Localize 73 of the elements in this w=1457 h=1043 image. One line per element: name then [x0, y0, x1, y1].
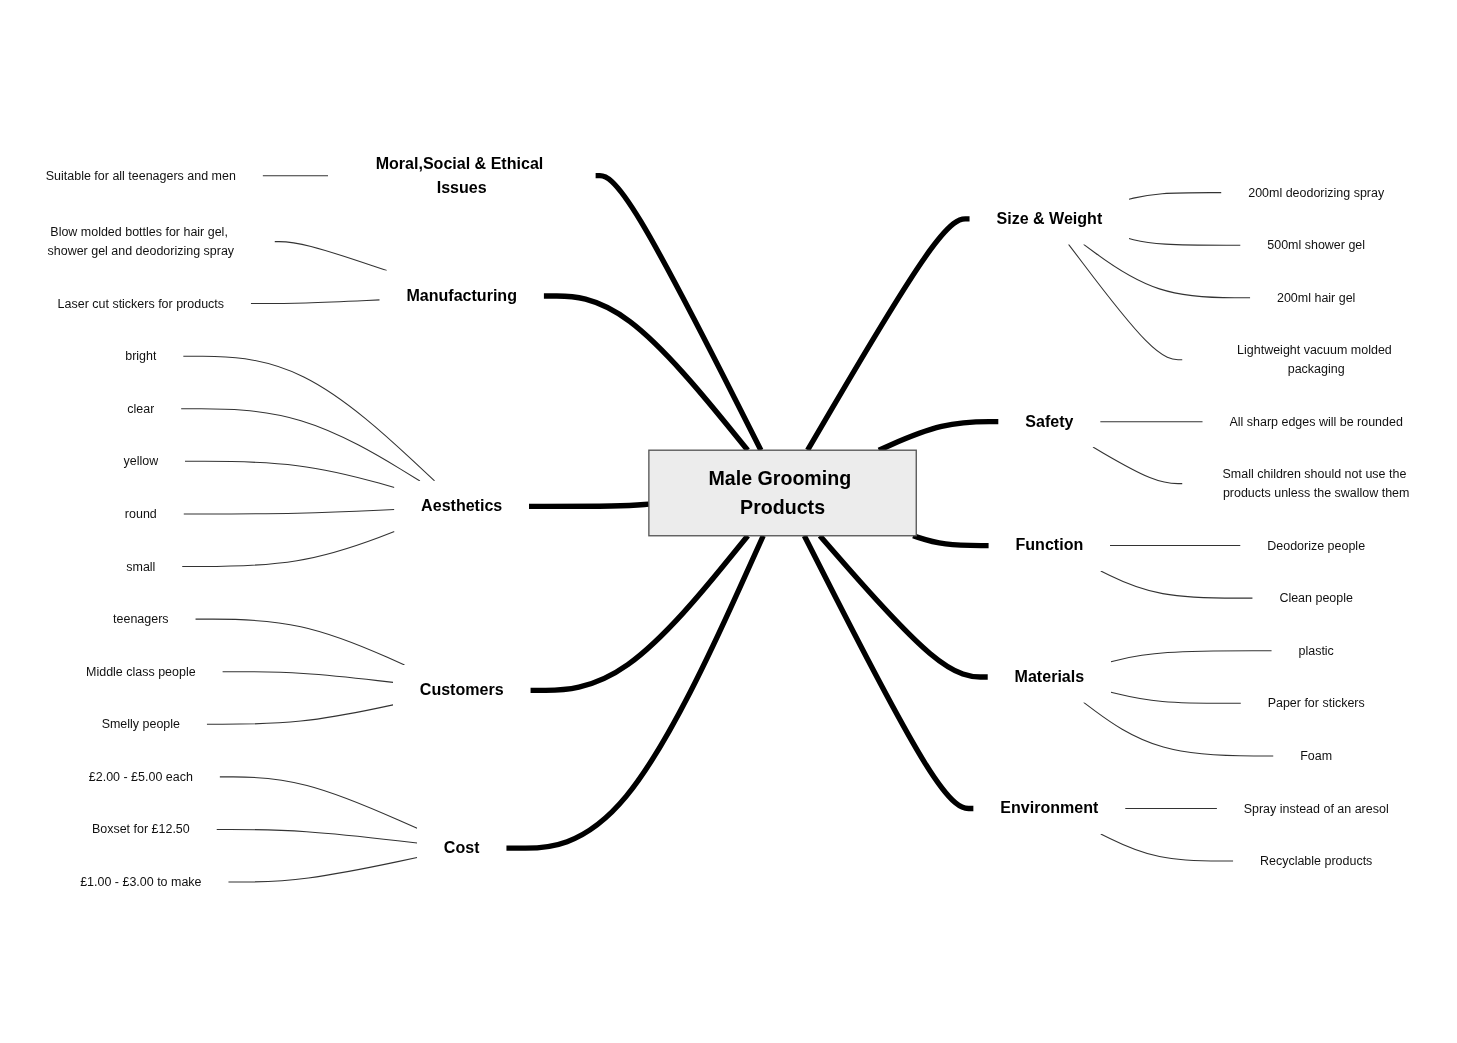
node-text: bright [125, 348, 157, 363]
connector [183, 509, 395, 515]
node-text: Foam [1300, 748, 1333, 763]
connector [1083, 243, 1251, 299]
node-text: Moral,Social & Ethical Issues [375, 154, 544, 197]
connector [227, 857, 418, 883]
connector [180, 408, 421, 482]
node-text: Recyclable products [1259, 853, 1373, 868]
connector [805, 216, 970, 452]
node-text: Materials [1014, 667, 1085, 686]
node-text: Suitable for all teenagers and men [45, 168, 236, 183]
node-text: small [126, 558, 156, 574]
connector [801, 534, 974, 812]
connector [1099, 421, 1204, 423]
connector [530, 534, 750, 694]
connector [1110, 691, 1242, 704]
connector [1092, 446, 1183, 485]
node-text: Small children should not use the products unless the swallow them [1222, 466, 1410, 500]
connector [1128, 238, 1242, 246]
node-text: Customers [419, 681, 504, 699]
connector [184, 460, 395, 488]
connector [595, 173, 764, 452]
connector [506, 534, 766, 851]
node-text: 500ml shower gel [1267, 237, 1366, 252]
connector [181, 531, 395, 568]
connector [182, 355, 436, 482]
connector [543, 293, 750, 452]
connector [1128, 192, 1222, 200]
node-text: 200ml deodorizing spray [1248, 185, 1385, 200]
node-text: Aesthetics [421, 496, 503, 515]
connector [250, 299, 381, 305]
node-text: Smelly people [101, 716, 181, 731]
node-text: Spray instead of an aresol [1243, 800, 1389, 816]
node-text: Blow molded bottles for hair gel, shower gel and deodorizing spray [47, 224, 235, 258]
connector [1110, 650, 1273, 663]
node-text: Function [1015, 536, 1084, 555]
node-text: Deodorize people [1267, 537, 1366, 553]
connector [221, 671, 394, 683]
connector [1100, 570, 1254, 599]
connector [912, 533, 989, 549]
connector [1109, 545, 1242, 547]
connector [1100, 833, 1234, 862]
node-text: Size & Weight [996, 209, 1103, 228]
node-text: Middle class people [86, 664, 196, 679]
node-text: Clean people [1279, 590, 1353, 605]
node-text: £2.00 - £5.00 each [88, 769, 193, 784]
node-box: Male Grooming Products [648, 449, 917, 537]
connector [219, 776, 418, 829]
node-text: Manufacturing [406, 286, 517, 305]
node-text: teenagers [113, 611, 169, 626]
connector [1068, 243, 1183, 361]
node-text: Boxset for £12.50 [91, 821, 190, 837]
node-text: Paper for stickers [1267, 695, 1365, 711]
node-text: Environment [1000, 799, 1099, 817]
connector [1083, 701, 1274, 757]
connector [206, 704, 394, 725]
connector [1124, 807, 1218, 810]
node-text: All sharp edges will be rounded [1229, 414, 1403, 429]
node-text: clear [127, 401, 155, 416]
node-text: round [124, 506, 157, 521]
node-text: Safety [1025, 412, 1074, 431]
node-text: yellow [123, 453, 159, 469]
connector [817, 534, 988, 680]
connector [274, 241, 388, 272]
connector [215, 828, 418, 844]
node-text: 200ml hair gel [1276, 290, 1356, 305]
node-text: plastic [1298, 643, 1334, 658]
node-text: £1.00 - £3.00 to make [80, 874, 202, 889]
node-text: Lightweight vacuum molded packaging [1237, 342, 1392, 376]
node-text: Laser cut stickers for products [57, 296, 225, 311]
connector [262, 175, 329, 177]
node-text: Cost [443, 838, 480, 857]
connector [194, 618, 406, 666]
